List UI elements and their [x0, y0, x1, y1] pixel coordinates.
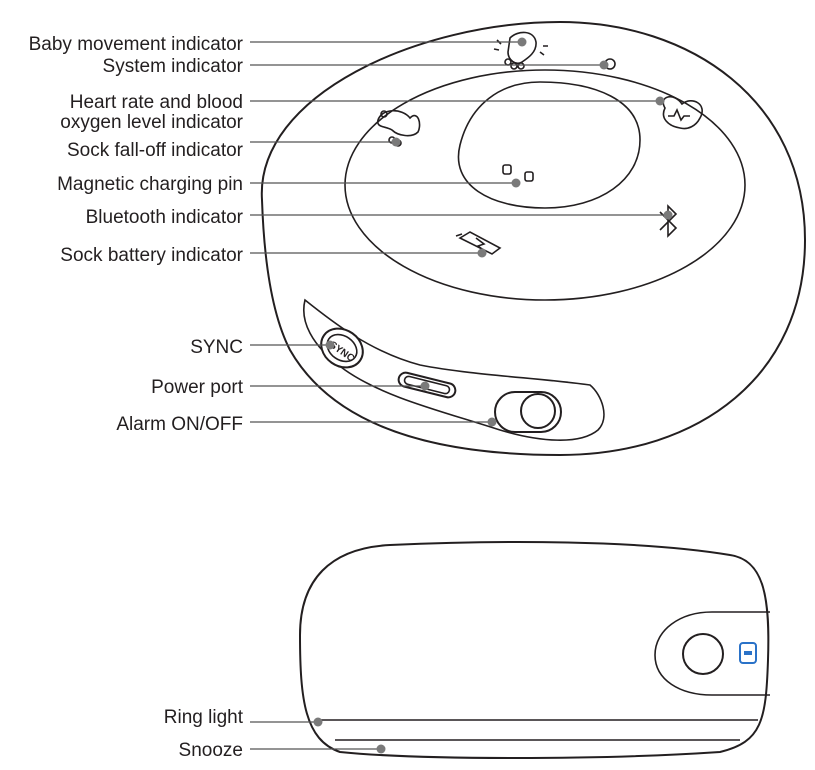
svg-text:Magnetic charging pin: Magnetic charging pin [57, 174, 243, 195]
svg-text:Ring light: Ring light [164, 707, 244, 728]
toggle-switch-icon [494, 391, 562, 433]
label-sock-fall-off: Sock fall-off indicator [67, 137, 401, 161]
label-sync: SYNC [190, 337, 335, 358]
svg-text:SYNC: SYNC [190, 337, 243, 358]
bluetooth-icon [659, 204, 678, 238]
label-baby-movement: Baby movement indicator [29, 34, 527, 55]
label-magnetic-pin: Magnetic charging pin [57, 174, 521, 195]
sync-button-icon: SYNC [320, 327, 364, 369]
label-bluetooth: Bluetooth indicator [86, 207, 673, 228]
svg-text:Snooze: Snooze [179, 740, 243, 761]
label-ring-light: Ring light [164, 707, 323, 728]
callouts: Baby movement indicator System indicator… [29, 34, 673, 761]
svg-text:Bluetooth indicator: Bluetooth indicator [86, 207, 244, 228]
device-side-body [298, 541, 770, 759]
heart-icon [662, 96, 703, 130]
label-heart-rate: Heart rate and blood oxygen level indica… [60, 92, 665, 133]
led-indicator-icon [739, 642, 757, 664]
power-button-icon [654, 611, 770, 696]
label-system: System indicator [103, 56, 609, 77]
label-sock-battery: Sock battery indicator [60, 245, 487, 266]
svg-text:Sock battery indicator: Sock battery indicator [60, 245, 243, 266]
svg-text:Baby movement indicator: Baby movement indicator [29, 34, 244, 55]
svg-text:Power port: Power port [151, 377, 244, 398]
svg-text:oxygen level indicator: oxygen level indicator [60, 112, 243, 133]
device-top-body [260, 20, 807, 457]
label-alarm: Alarm ON/OFF [116, 414, 497, 435]
label-snooze: Snooze [179, 740, 386, 761]
svg-text:Heart rate and blood: Heart rate and blood [70, 92, 243, 113]
charging-pins-icon [502, 164, 534, 182]
svg-text:System indicator: System indicator [103, 56, 244, 77]
svg-text:Sock fall-off indicator: Sock fall-off indicator [67, 140, 244, 161]
svg-text:Alarm ON/OFF: Alarm ON/OFF [116, 414, 243, 435]
label-power-port: Power port [151, 377, 430, 398]
